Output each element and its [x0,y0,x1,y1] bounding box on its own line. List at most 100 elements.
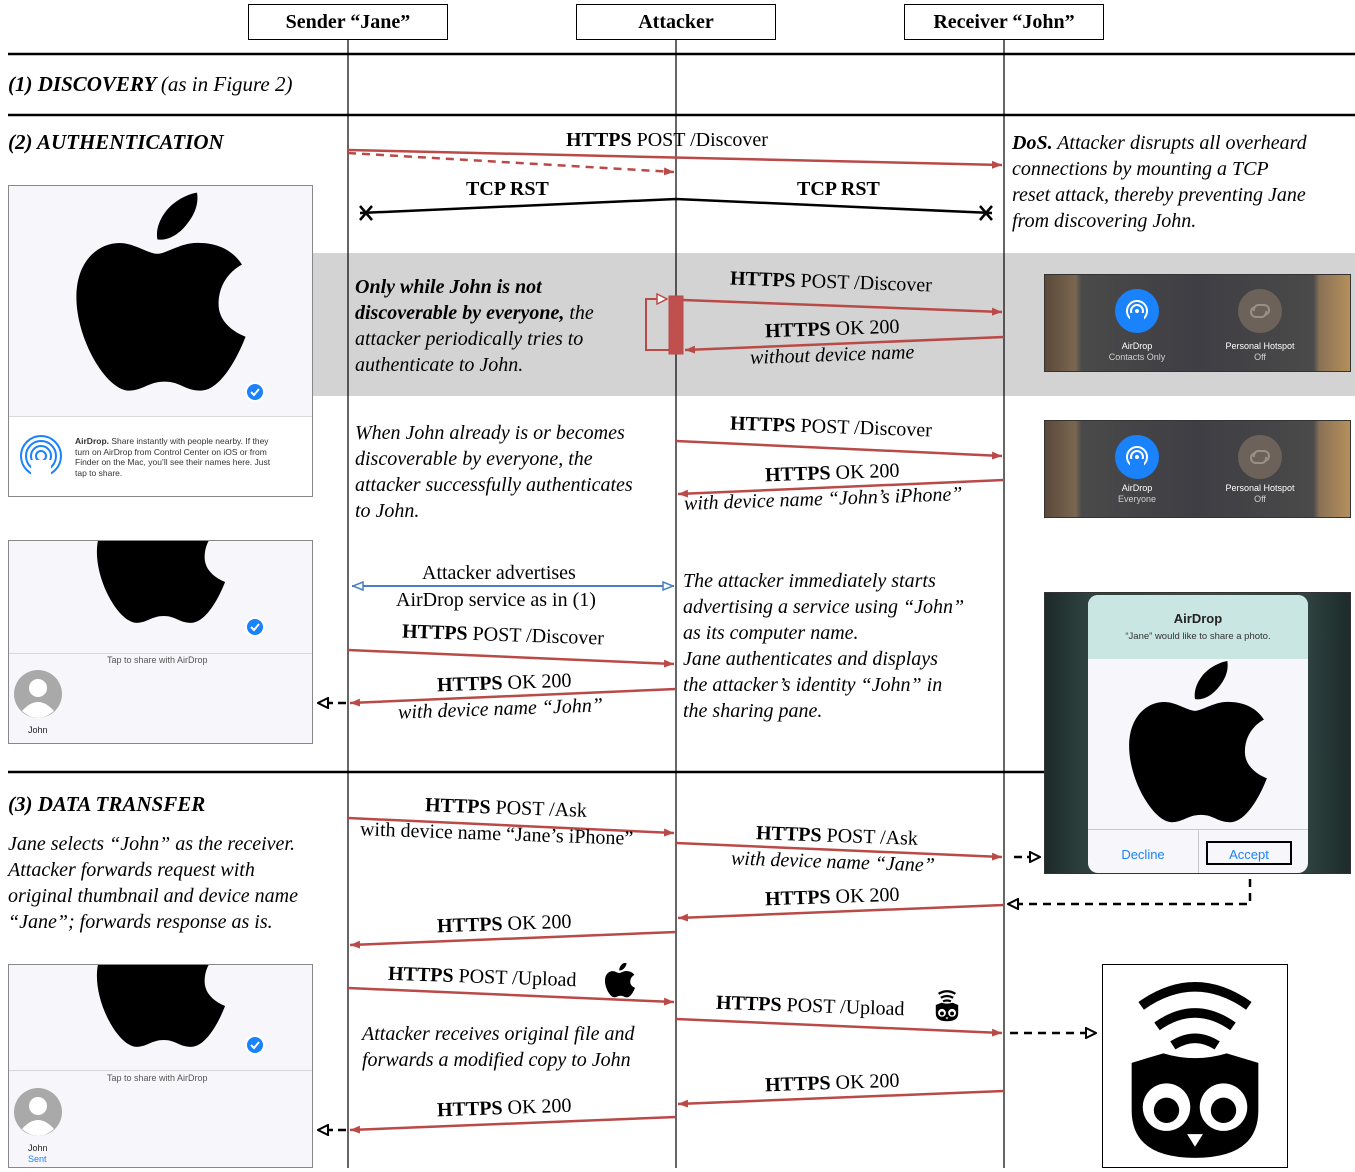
phase-data-transfer: (3) DATA TRANSFER [8,792,206,816]
dialog-divider-vertical [1198,829,1199,873]
arrow-ok-2 [684,335,1005,354]
header-receiver: Receiver “John” [904,4,1104,40]
proto: HTTPS [764,1072,831,1097]
label-rst-right: TCP RST [797,178,880,200]
dos-text-rest: connections by mounting a TCP reset atta… [1012,158,1306,232]
dos-text-line1: Attacker disrupts all overheard [1052,132,1307,154]
arrow-ask-2 [675,841,1003,861]
airdrop-mode: Everyone [1117,494,1157,504]
note-rest: the attacker periodically tries to authe… [355,302,594,376]
airdrop-mode: Contacts Only [1108,352,1166,362]
rst-cross-right [979,205,993,221]
tap-to-share-text: Tap to share with AirDrop [107,655,208,665]
airdrop-toggle[interactable] [1115,435,1159,479]
proto: HTTPS [729,267,796,292]
proto: HTTPS [436,672,503,697]
airdrop-description: AirDrop. Share instantly with people nea… [75,436,270,478]
contact-avatar-icon[interactable] [13,1087,63,1137]
proto: HTTPS [436,913,503,938]
airdrop-dialog-screenshot: AirDrop “Jane” would like to share a pho… [1044,592,1351,874]
arrow-upload-1 [347,986,675,1006]
label-ok-ask-1: HTTPS OK 200 [437,911,572,938]
apple-file-icon [604,963,636,998]
label-advert-2: AirDrop service as in (1) [396,589,596,611]
selected-check-icon [245,1035,265,1055]
airdrop-toggle[interactable] [1115,289,1159,333]
label-ok-ask-2: HTTPS OK 200 [765,884,900,911]
received-file-owl [1102,964,1288,1168]
contact-avatar-icon[interactable] [13,669,63,719]
status: OK 200 [502,669,572,695]
tcp-rst-line [359,197,993,215]
label-ok-2: HTTPS OK 200 [765,316,900,343]
phase-authentication: (2) AUTHENTICATION [8,130,224,154]
airdrop-icon [1126,300,1148,323]
proto: HTTPS [764,318,831,343]
note-discoverable: When John already is or becomes discover… [355,422,633,522]
apple-logo-image [76,192,246,391]
arrow-ok-4 [349,687,677,707]
airdrop-bold: AirDrop. [75,436,109,446]
phone-screenshot-3: Tap to share with AirDrop John Sent [8,964,313,1168]
rst-cross-left [359,205,373,221]
arrow-upload-2 [675,1017,1003,1037]
hotspot-state: Off [1254,494,1266,504]
dialog-header [1088,595,1308,659]
label-ok-up-2: HTTPS OK 200 [765,1070,900,1097]
header-attacker: Attacker [576,4,776,40]
hotspot-icon [1250,303,1270,319]
arrow-accept-return [1008,865,1252,904]
proto: HTTPS [764,886,831,911]
owl-icon [1131,982,1259,1158]
phone-screenshot-1: AirDrop. Share instantly with people nea… [8,185,313,497]
arrow-ok-up-2 [677,1089,1005,1108]
airdrop-title: AirDrop [1121,483,1153,493]
method: POST /Discover [795,414,933,442]
rst-text: TCP RST [466,178,549,200]
note-not-discoverable: Only while John is not discoverable by e… [355,274,594,378]
dialog-title: AirDrop [1173,611,1223,626]
phase-discovery: (1) DISCOVERY (as in Figure 2) [8,72,293,97]
dialog-subtitle: “Jane” would like to share a photo. [1125,631,1271,642]
label-ok-4: HTTPS OK 200 [437,670,572,697]
tap-to-share-text: Tap to share with AirDrop [107,1073,208,1083]
phone1-caption-area [9,417,312,496]
decline-button[interactable]: Decline [1121,847,1165,862]
label-advert-1: Attacker advertises [422,562,576,584]
method: POST /Discover [631,129,768,151]
sent-status: Sent [28,1154,47,1164]
status: OK 200 [830,883,900,909]
contact-name: John [28,1143,48,1153]
proto: HTTPS [401,620,468,645]
hotspot-toggle[interactable] [1238,435,1282,479]
hotspot-toggle[interactable] [1238,289,1282,333]
method: POST /Discover [795,269,933,297]
arrow-ok-ask-1 [349,930,677,949]
phase-discovery-note: (as in Figure 2) [160,72,293,96]
phone-screenshot-2: Tap to share with AirDrop John [8,540,313,744]
accept-button[interactable]: Accept [1206,841,1292,865]
arrow-ok-ask-2 [677,903,1005,922]
status: OK 200 [830,315,900,341]
activation-bar [668,295,684,355]
contact-name: John [28,725,48,735]
arrow-discover-1 [347,148,1003,169]
proto: HTTPS [436,1097,503,1122]
label-ok-3: HTTPS OK 200 [765,460,900,487]
dos-note: DoS. Attacker disrupts all overheard con… [1012,130,1307,234]
airdrop-title: AirDrop [1121,341,1153,351]
arrow-ok-up-1 [349,1115,677,1134]
rst-text: TCP RST [797,178,880,200]
method: POST /Ask [821,824,919,850]
airdrop-icon [20,435,62,478]
phase-discovery-title: (1) DISCOVERY [8,72,156,96]
proto: HTTPS [566,129,632,151]
loop-arrow [645,299,669,351]
header-sender: Sender “Jane” [248,4,448,40]
shared-photo-apple-logo [1129,661,1267,823]
arrow-discover-2 [682,298,1003,316]
